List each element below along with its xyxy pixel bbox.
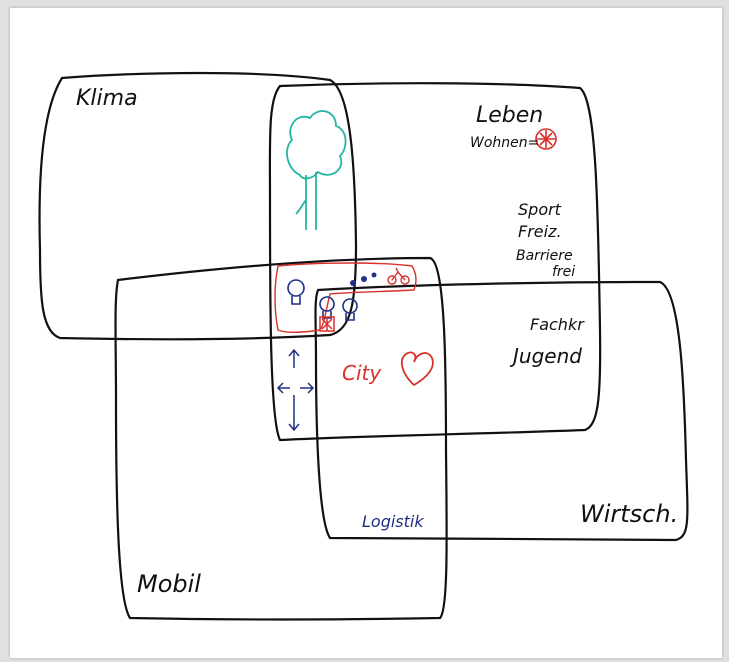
label-city: City [342,361,382,385]
heart-icon [402,352,433,385]
label-klima: Klima [76,86,138,111]
person-icon [350,273,377,287]
label-leben: Leben [476,103,543,128]
label-jugend: Jugend [509,344,582,368]
label-wohnen: Wohnen= [470,135,539,151]
label-wirtsch: Wirtsch. [580,500,678,528]
region-mobil [116,258,447,620]
label-fachkr: Fachkr [530,315,585,334]
label-barriere: Barriere [516,248,573,264]
label-mobil: Mobil [137,570,201,598]
label-frei: frei [552,264,575,280]
lightbulb-icon [288,280,357,320]
label-sport: Sport [518,200,562,219]
bicycle-icon [388,268,409,284]
label-freiz: Freiz. [518,222,562,241]
region-klima [40,73,356,339]
arrows-icon [278,350,313,430]
tree-icon [287,111,346,230]
label-logistik: Logistik [362,512,424,531]
